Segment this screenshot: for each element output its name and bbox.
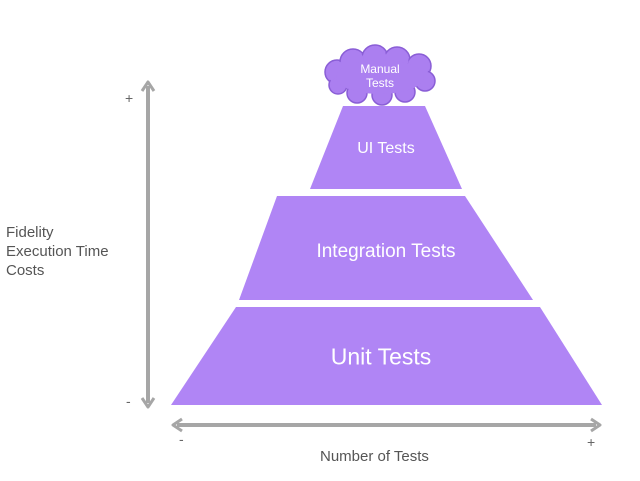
integration-tests-label: Integration Tests — [316, 241, 456, 262]
unit-tests-tier — [171, 307, 602, 405]
vertical-axis-low-mark: - — [126, 393, 131, 409]
horizontal-axis-label: Number of Tests — [320, 448, 429, 465]
vertical-axis — [140, 80, 156, 409]
integration-tests-tier — [239, 196, 533, 300]
vertical-axis-high-mark: + — [125, 90, 134, 106]
horizontal-axis-high-mark: + — [587, 434, 596, 450]
manual-tests-label: Manual Tests — [360, 62, 400, 90]
execution-time-label: Execution Time — [6, 243, 109, 260]
vertical-axis-label: Fidelity Execution Time Costs — [6, 223, 109, 280]
ui-tests-label: UI Tests — [357, 140, 415, 157]
manual-tests-cloud — [324, 44, 436, 106]
costs-label: Costs — [6, 262, 45, 279]
horizontal-axis-low-mark: - — [179, 431, 184, 447]
fidelity-label: Fidelity — [6, 224, 54, 241]
horizontal-axis — [171, 417, 602, 433]
ui-tests-tier — [310, 106, 462, 189]
unit-tests-label: Unit Tests — [330, 343, 432, 370]
